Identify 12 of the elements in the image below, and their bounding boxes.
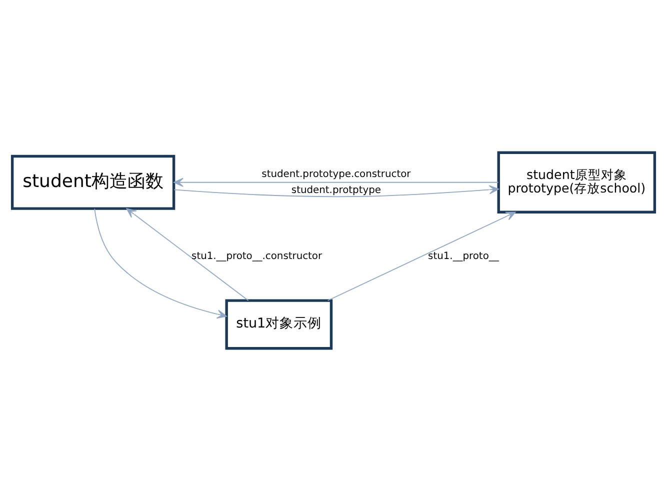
node-box: stu1对象示例: [225, 298, 333, 350]
node-box: student构造函数: [10, 154, 176, 210]
edge-label: stu1.__proto__: [428, 250, 499, 262]
node-box: student原型对象 prototype(存放school): [497, 150, 656, 213]
edge-label: stu1.__proto__.constructor: [192, 250, 322, 262]
arrow: [126, 208, 249, 300]
arrow: [174, 184, 499, 197]
edge-label: student.prototype.constructor: [262, 168, 411, 180]
arrow: [327, 211, 516, 300]
arrow: [174, 177, 499, 186]
arrow: [94, 208, 227, 318]
edge-label: student.protptype: [291, 184, 381, 196]
